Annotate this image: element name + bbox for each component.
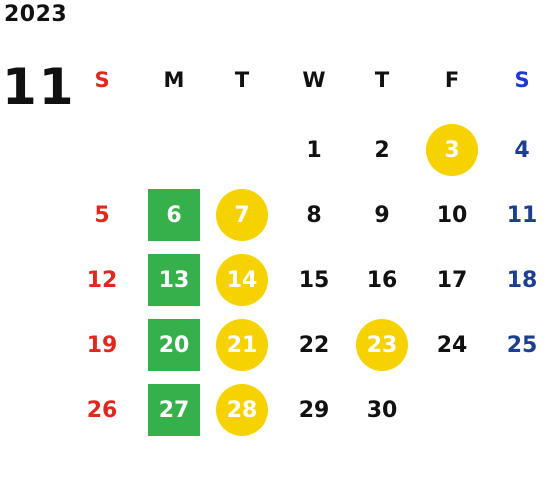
day-cell[interactable]: 7	[216, 189, 268, 241]
day-cell[interactable]: 18	[506, 267, 538, 293]
weekday-header: W	[302, 68, 326, 92]
weekday-header: F	[444, 68, 460, 92]
day-cell[interactable]: 29	[298, 397, 330, 423]
day-cell[interactable]: 19	[86, 332, 118, 358]
day-cell[interactable]: 14	[216, 254, 268, 306]
weekday-header: S	[514, 68, 530, 92]
day-cell[interactable]: 3	[426, 124, 478, 176]
weekday-header: M	[163, 68, 185, 92]
day-cell[interactable]: 24	[436, 332, 468, 358]
day-cell[interactable]: 1	[306, 137, 322, 163]
day-cell[interactable]: 6	[148, 189, 200, 241]
day-cell[interactable]: 12	[86, 267, 118, 293]
day-cell[interactable]: 16	[366, 267, 398, 293]
year-label: 2023	[4, 2, 68, 27]
day-cell[interactable]: 21	[216, 319, 268, 371]
weekday-header: T	[234, 68, 250, 92]
day-cell[interactable]: 25	[506, 332, 538, 358]
day-cell[interactable]: 11	[506, 202, 538, 228]
day-cell[interactable]: 2	[374, 137, 390, 163]
day-cell[interactable]: 8	[306, 202, 322, 228]
day-cell[interactable]: 20	[148, 319, 200, 371]
day-cell[interactable]: 27	[148, 384, 200, 436]
day-cell[interactable]: 28	[216, 384, 268, 436]
day-cell[interactable]: 22	[298, 332, 330, 358]
day-cell[interactable]: 4	[514, 137, 530, 163]
weekday-header: T	[374, 68, 390, 92]
day-cell[interactable]: 17	[436, 267, 468, 293]
day-cell[interactable]: 23	[356, 319, 408, 371]
day-cell[interactable]: 26	[86, 397, 118, 423]
day-cell[interactable]: 9	[374, 202, 390, 228]
weekday-header: S	[94, 68, 110, 92]
day-cell[interactable]: 13	[148, 254, 200, 306]
month-number: 11	[2, 58, 76, 116]
day-cell[interactable]: 5	[94, 202, 110, 228]
day-cell[interactable]: 30	[366, 397, 398, 423]
day-cell[interactable]: 15	[298, 267, 330, 293]
day-cell[interactable]: 10	[436, 202, 468, 228]
